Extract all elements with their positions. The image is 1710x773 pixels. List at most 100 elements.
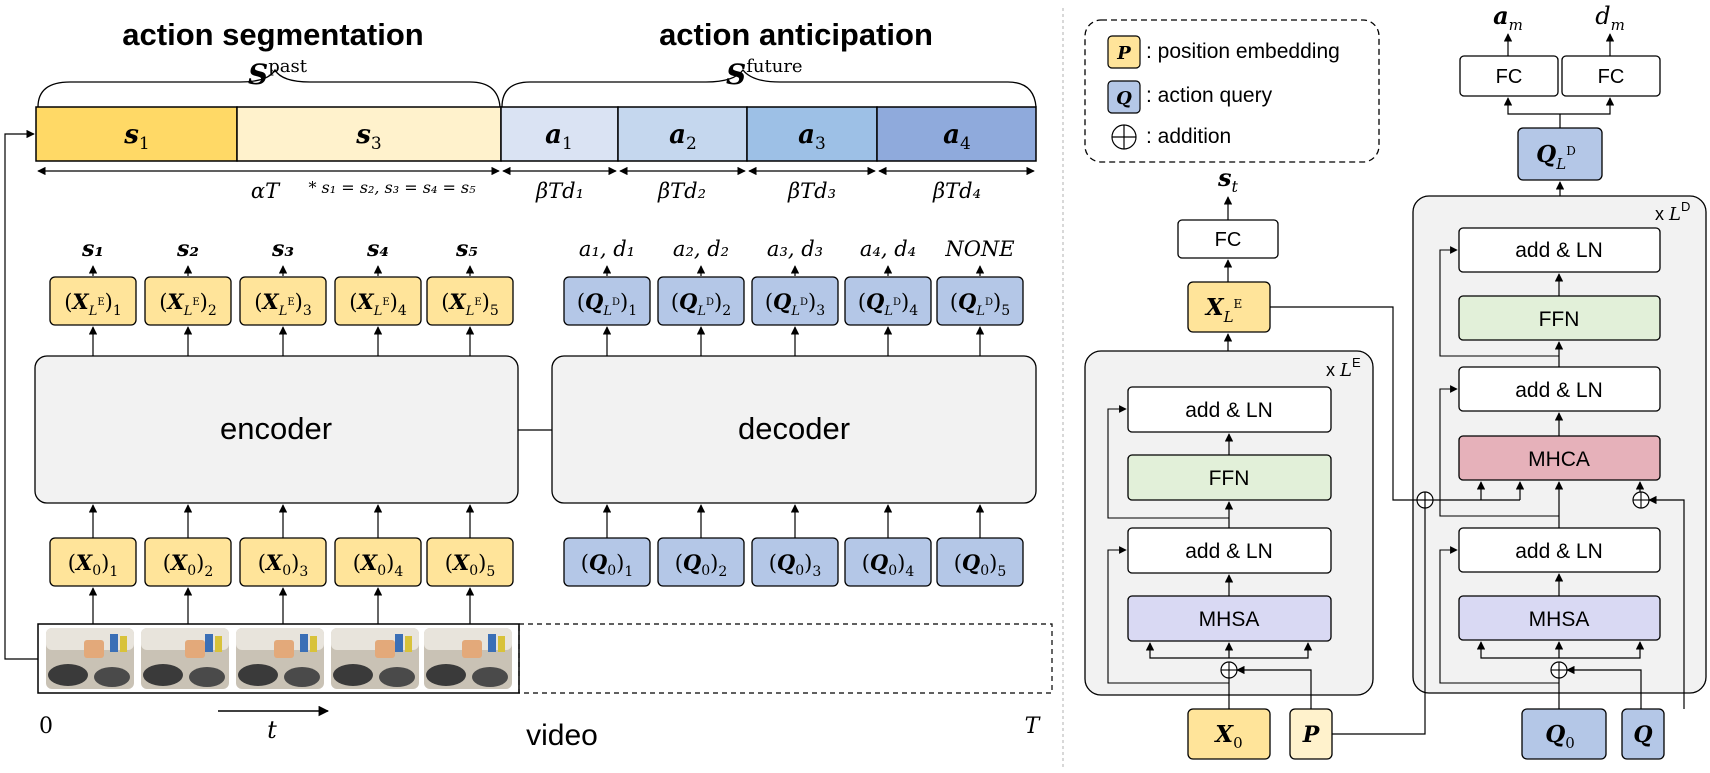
video-frame bbox=[141, 628, 229, 689]
past-brace bbox=[37, 68, 501, 108]
dec-mhsa-box bbox=[1458, 595, 1661, 641]
beta-d4-label: βTd₄ bbox=[932, 179, 981, 203]
enc-output-token-label: (XLE)5 bbox=[441, 289, 499, 319]
dec-output-token-label: (QLD)3 bbox=[765, 289, 825, 319]
axis-start: 0 bbox=[39, 714, 53, 739]
decoder-input-tokens: (Q0)1(Q0)2(Q0)3(Q0)4(Q0)5 bbox=[563, 537, 1024, 587]
legend-q-swatch bbox=[1107, 80, 1141, 114]
token-arrows bbox=[88, 326, 985, 624]
frame-bottle bbox=[310, 636, 317, 652]
frame-pan bbox=[48, 664, 88, 686]
decoder-output-labels: a₁, d₁ a₂, d₂ a₃, d₃ a₄, d₄ NONE bbox=[579, 237, 1015, 261]
enc-out-label: s₂ bbox=[176, 236, 199, 262]
enc-output-token: (XLE)5 bbox=[426, 276, 514, 326]
action-anticipation-header: action anticipation bbox=[659, 17, 933, 52]
frame-bottle bbox=[215, 636, 222, 652]
dec-output-token-box bbox=[936, 276, 1024, 326]
video-frame bbox=[331, 628, 419, 689]
video-strip bbox=[37, 623, 1053, 694]
frame-pan bbox=[472, 667, 508, 687]
beta-d3-label: βTd₃ bbox=[787, 179, 836, 203]
dec-add-ln-2-label: add & LN bbox=[1515, 379, 1603, 402]
enc-out-label: s₃ bbox=[271, 236, 294, 262]
dec-fc-right-box bbox=[1561, 55, 1661, 97]
frame-bottle bbox=[205, 634, 213, 652]
video-frame bbox=[46, 628, 134, 689]
dec-output-token: (QLD)2 bbox=[657, 276, 745, 326]
enc-output-token-label: (XLE)1 bbox=[64, 289, 122, 319]
encoder-label: encoder bbox=[220, 411, 332, 446]
enc-output-token-box bbox=[49, 276, 137, 326]
dec-output-token-label: (QLD)2 bbox=[671, 289, 731, 319]
frame-hand bbox=[274, 640, 294, 658]
frame-hand bbox=[84, 640, 104, 658]
top-output-arrows bbox=[88, 265, 985, 276]
dec-output-am: am bbox=[1493, 1, 1523, 34]
enc-input-token-label: (X0)4 bbox=[353, 550, 404, 580]
alpha-t-label: αT bbox=[251, 179, 281, 203]
legend: P : position embedding Q : action query … bbox=[1084, 19, 1380, 163]
dec-mhsa-label: MHSA bbox=[1529, 608, 1590, 631]
dec-input-token-label: (Q0)2 bbox=[675, 550, 728, 580]
enc-output-token-box bbox=[144, 276, 232, 326]
enc-x0-label: X0 bbox=[1213, 721, 1242, 752]
encoder-input-tokens: (X0)1(X0)2(X0)3(X0)4(X0)5 bbox=[49, 537, 514, 587]
legend-addition-label: : addition bbox=[1146, 125, 1231, 148]
decoder-stack: am dm FC FC QLD x LD add & LN FFN add & … bbox=[1412, 1, 1707, 760]
dec-ffn-box bbox=[1458, 295, 1661, 341]
frame-hand bbox=[375, 640, 395, 658]
dec-input-token-label: (Q0)1 bbox=[581, 550, 634, 580]
enc-mhsa-box bbox=[1127, 595, 1332, 642]
dec-output-token-box bbox=[563, 276, 651, 326]
dec-output-token-label: (QLD)5 bbox=[950, 289, 1010, 319]
s-future-label: Sfuture bbox=[726, 56, 803, 91]
enc-repeat-label: x LE bbox=[1326, 355, 1361, 381]
dec-fc-right-label: FC bbox=[1598, 66, 1625, 88]
dec-out-label: a₃, d₃ bbox=[767, 237, 823, 261]
segment-s1 bbox=[35, 106, 238, 162]
frame-hand bbox=[462, 640, 482, 658]
enc-input-token: (X0)4 bbox=[334, 537, 422, 587]
frame-pan bbox=[238, 664, 278, 686]
frame-pan bbox=[426, 664, 466, 686]
encoder-output-tokens: (XLE)1 (XLE)2 (XLE)3 (XLE)4 (XLE)5 bbox=[49, 276, 514, 326]
enc-out-label: s₄ bbox=[366, 236, 389, 262]
enc-add-ln-top bbox=[1127, 386, 1332, 433]
frame-bottle bbox=[395, 634, 403, 652]
dec-q-box bbox=[1621, 708, 1665, 760]
future-brace bbox=[501, 68, 1037, 108]
dec-output-dm: dm bbox=[1595, 2, 1625, 34]
segment-a1 bbox=[500, 106, 619, 162]
frame-hand bbox=[185, 640, 205, 658]
frame-bottle bbox=[300, 634, 308, 652]
time-label: t bbox=[267, 716, 277, 744]
dec-out-label: NONE bbox=[944, 237, 1014, 261]
enc-output-token-label: (XLE)3 bbox=[254, 289, 312, 319]
segment-s3-label: s3 bbox=[355, 120, 381, 154]
enc-input-token-label: (X0)1 bbox=[68, 550, 119, 580]
dec-input-token: (Q0)3 bbox=[751, 537, 839, 587]
enc-out-label: s₅ bbox=[455, 236, 478, 262]
segment-a1-label: a1 bbox=[545, 120, 573, 154]
enc-output-token: (XLE)4 bbox=[334, 276, 422, 326]
video-frames bbox=[46, 628, 512, 689]
segment-a3-label: a3 bbox=[798, 120, 826, 154]
enc-output-token: (XLE)2 bbox=[144, 276, 232, 326]
dec-output-token-label: (QLD)4 bbox=[858, 289, 918, 319]
enc-input-token-label: (X0)2 bbox=[163, 550, 214, 580]
s-past-label: Spast bbox=[248, 56, 308, 91]
frame-pan bbox=[284, 667, 320, 687]
segment-a4-label: a4 bbox=[943, 120, 971, 154]
dec-input-token-label: (Q0)3 bbox=[769, 550, 822, 580]
cross-connections bbox=[1270, 306, 1520, 735]
segment-a4 bbox=[876, 106, 1037, 162]
enc-output-token-box bbox=[334, 276, 422, 326]
segment-s1-label: s1 bbox=[123, 120, 149, 154]
timeline-bar: s1 s3 a1 a2 a3 a4 bbox=[35, 106, 1037, 162]
frame-bottle bbox=[405, 636, 412, 652]
video-frame bbox=[424, 628, 512, 689]
legend-p-label: : position embedding bbox=[1146, 40, 1340, 63]
legend-q-glyph: Q bbox=[1116, 88, 1132, 109]
dec-output-token-box bbox=[751, 276, 839, 326]
enc-xle-label: XLE bbox=[1204, 294, 1243, 326]
